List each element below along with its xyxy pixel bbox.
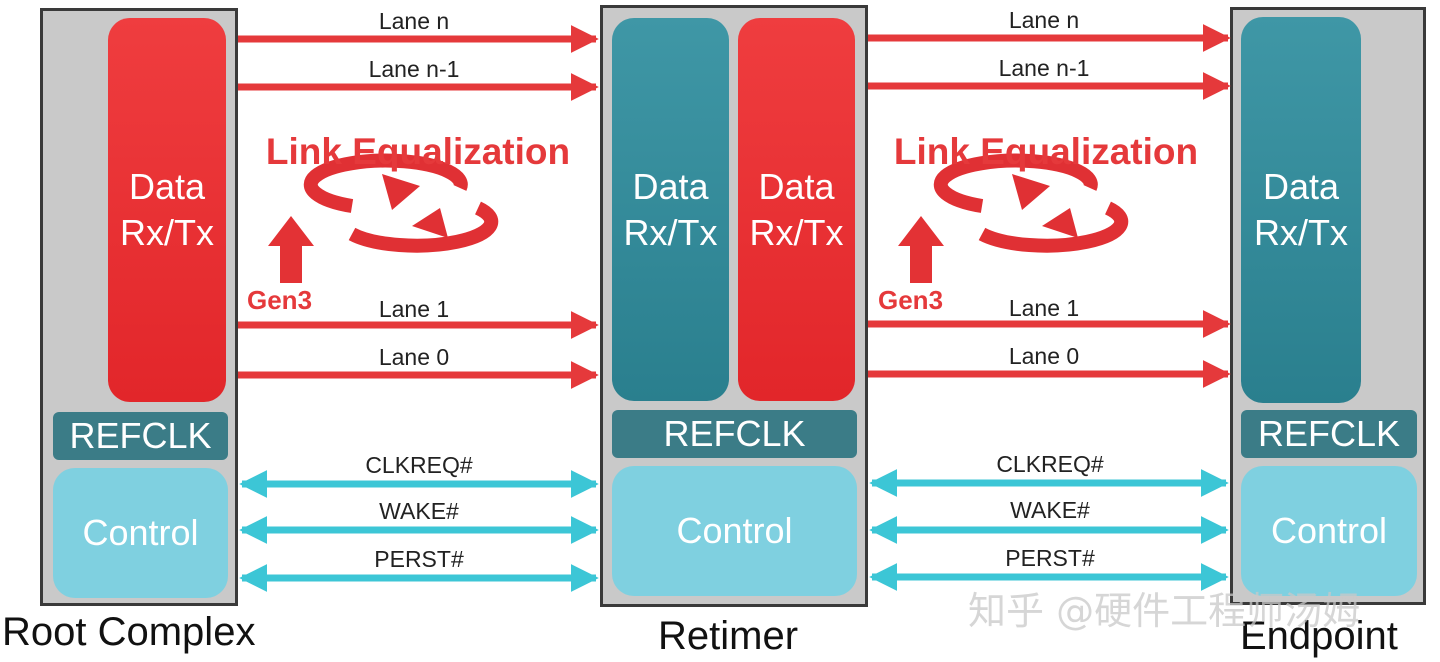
root-complex-data-label: Data Rx/Tx bbox=[120, 166, 214, 253]
left-equalization-arrowhead-top bbox=[382, 174, 420, 210]
right-clkreq-label: CLKREQ# bbox=[996, 451, 1104, 477]
right-perst-label: PERST# bbox=[1005, 545, 1095, 571]
right-lane-1-label: Lane 1 bbox=[1008, 295, 1080, 321]
right-equalization-arrowhead-top bbox=[1012, 174, 1050, 210]
left-equalization-arrowhead-bottom bbox=[412, 208, 448, 238]
endpoint-data-block: Data Rx/Tx bbox=[1241, 17, 1361, 403]
left-equalization-cycle-icon bbox=[303, 153, 499, 253]
left-lane-n-label: Lane n bbox=[378, 8, 450, 34]
right-lane-n-label: Lane n bbox=[1008, 7, 1080, 33]
retimer-data-block-left: Data Rx/Tx bbox=[612, 18, 729, 401]
endpoint-data-label: Data Rx/Tx bbox=[1254, 166, 1348, 253]
left-lane-1-label: Lane 1 bbox=[378, 296, 450, 322]
endpoint-control: Control bbox=[1241, 466, 1417, 596]
right-equalization-arrowhead-bottom bbox=[1042, 208, 1078, 238]
endpoint-box: Data Rx/Tx REFCLK Control bbox=[1230, 7, 1426, 605]
retimer-control: Control bbox=[612, 466, 857, 596]
right-gen3-up-arrow-icon bbox=[898, 216, 944, 283]
root-complex-box: Data Rx/Tx REFCLK Control bbox=[40, 8, 238, 606]
watermark-text: 知乎 @硬件工程师汤姆 bbox=[968, 589, 1361, 633]
right-equalization-cycle-icon bbox=[933, 153, 1129, 253]
right-lane-0-label: Lane 0 bbox=[1008, 343, 1080, 369]
retimer-data-label-right: Data Rx/Tx bbox=[749, 165, 844, 253]
root-complex-data-block: Data Rx/Tx bbox=[108, 18, 226, 402]
left-lane-0-label: Lane 0 bbox=[378, 344, 450, 370]
retimer-data-label-left: Data Rx/Tx bbox=[623, 165, 718, 253]
right-gen3-label: Gen3 bbox=[878, 285, 944, 315]
right-equalization-title: Link Equalization bbox=[893, 131, 1199, 172]
left-lane-n-1-label: Lane n-1 bbox=[368, 56, 460, 82]
left-gen3-up-arrow-icon bbox=[268, 216, 314, 283]
root-complex-caption: Root Complex bbox=[2, 610, 256, 654]
left-clkreq-label: CLKREQ# bbox=[365, 452, 473, 478]
retimer-caption: Retimer bbox=[658, 614, 799, 658]
right-lane-n-1-label: Lane n-1 bbox=[998, 55, 1090, 81]
endpoint-refclk: REFCLK bbox=[1241, 410, 1417, 458]
root-complex-refclk: REFCLK bbox=[53, 412, 228, 460]
retimer-data-block-right: Data Rx/Tx bbox=[738, 18, 855, 401]
right-wake-label: WAKE# bbox=[1010, 497, 1090, 523]
left-perst-label: PERST# bbox=[374, 546, 464, 572]
left-gen3-label: Gen3 bbox=[247, 285, 313, 315]
retimer-box: Data Rx/Tx Data Rx/Tx REFCLK Control bbox=[600, 5, 868, 607]
endpoint-caption: Endpoint bbox=[1240, 614, 1398, 658]
left-equalization-title: Link Equalization bbox=[265, 131, 571, 172]
retimer-refclk: REFCLK bbox=[612, 410, 857, 458]
root-complex-control: Control bbox=[53, 468, 228, 598]
left-wake-label: WAKE# bbox=[379, 498, 459, 524]
